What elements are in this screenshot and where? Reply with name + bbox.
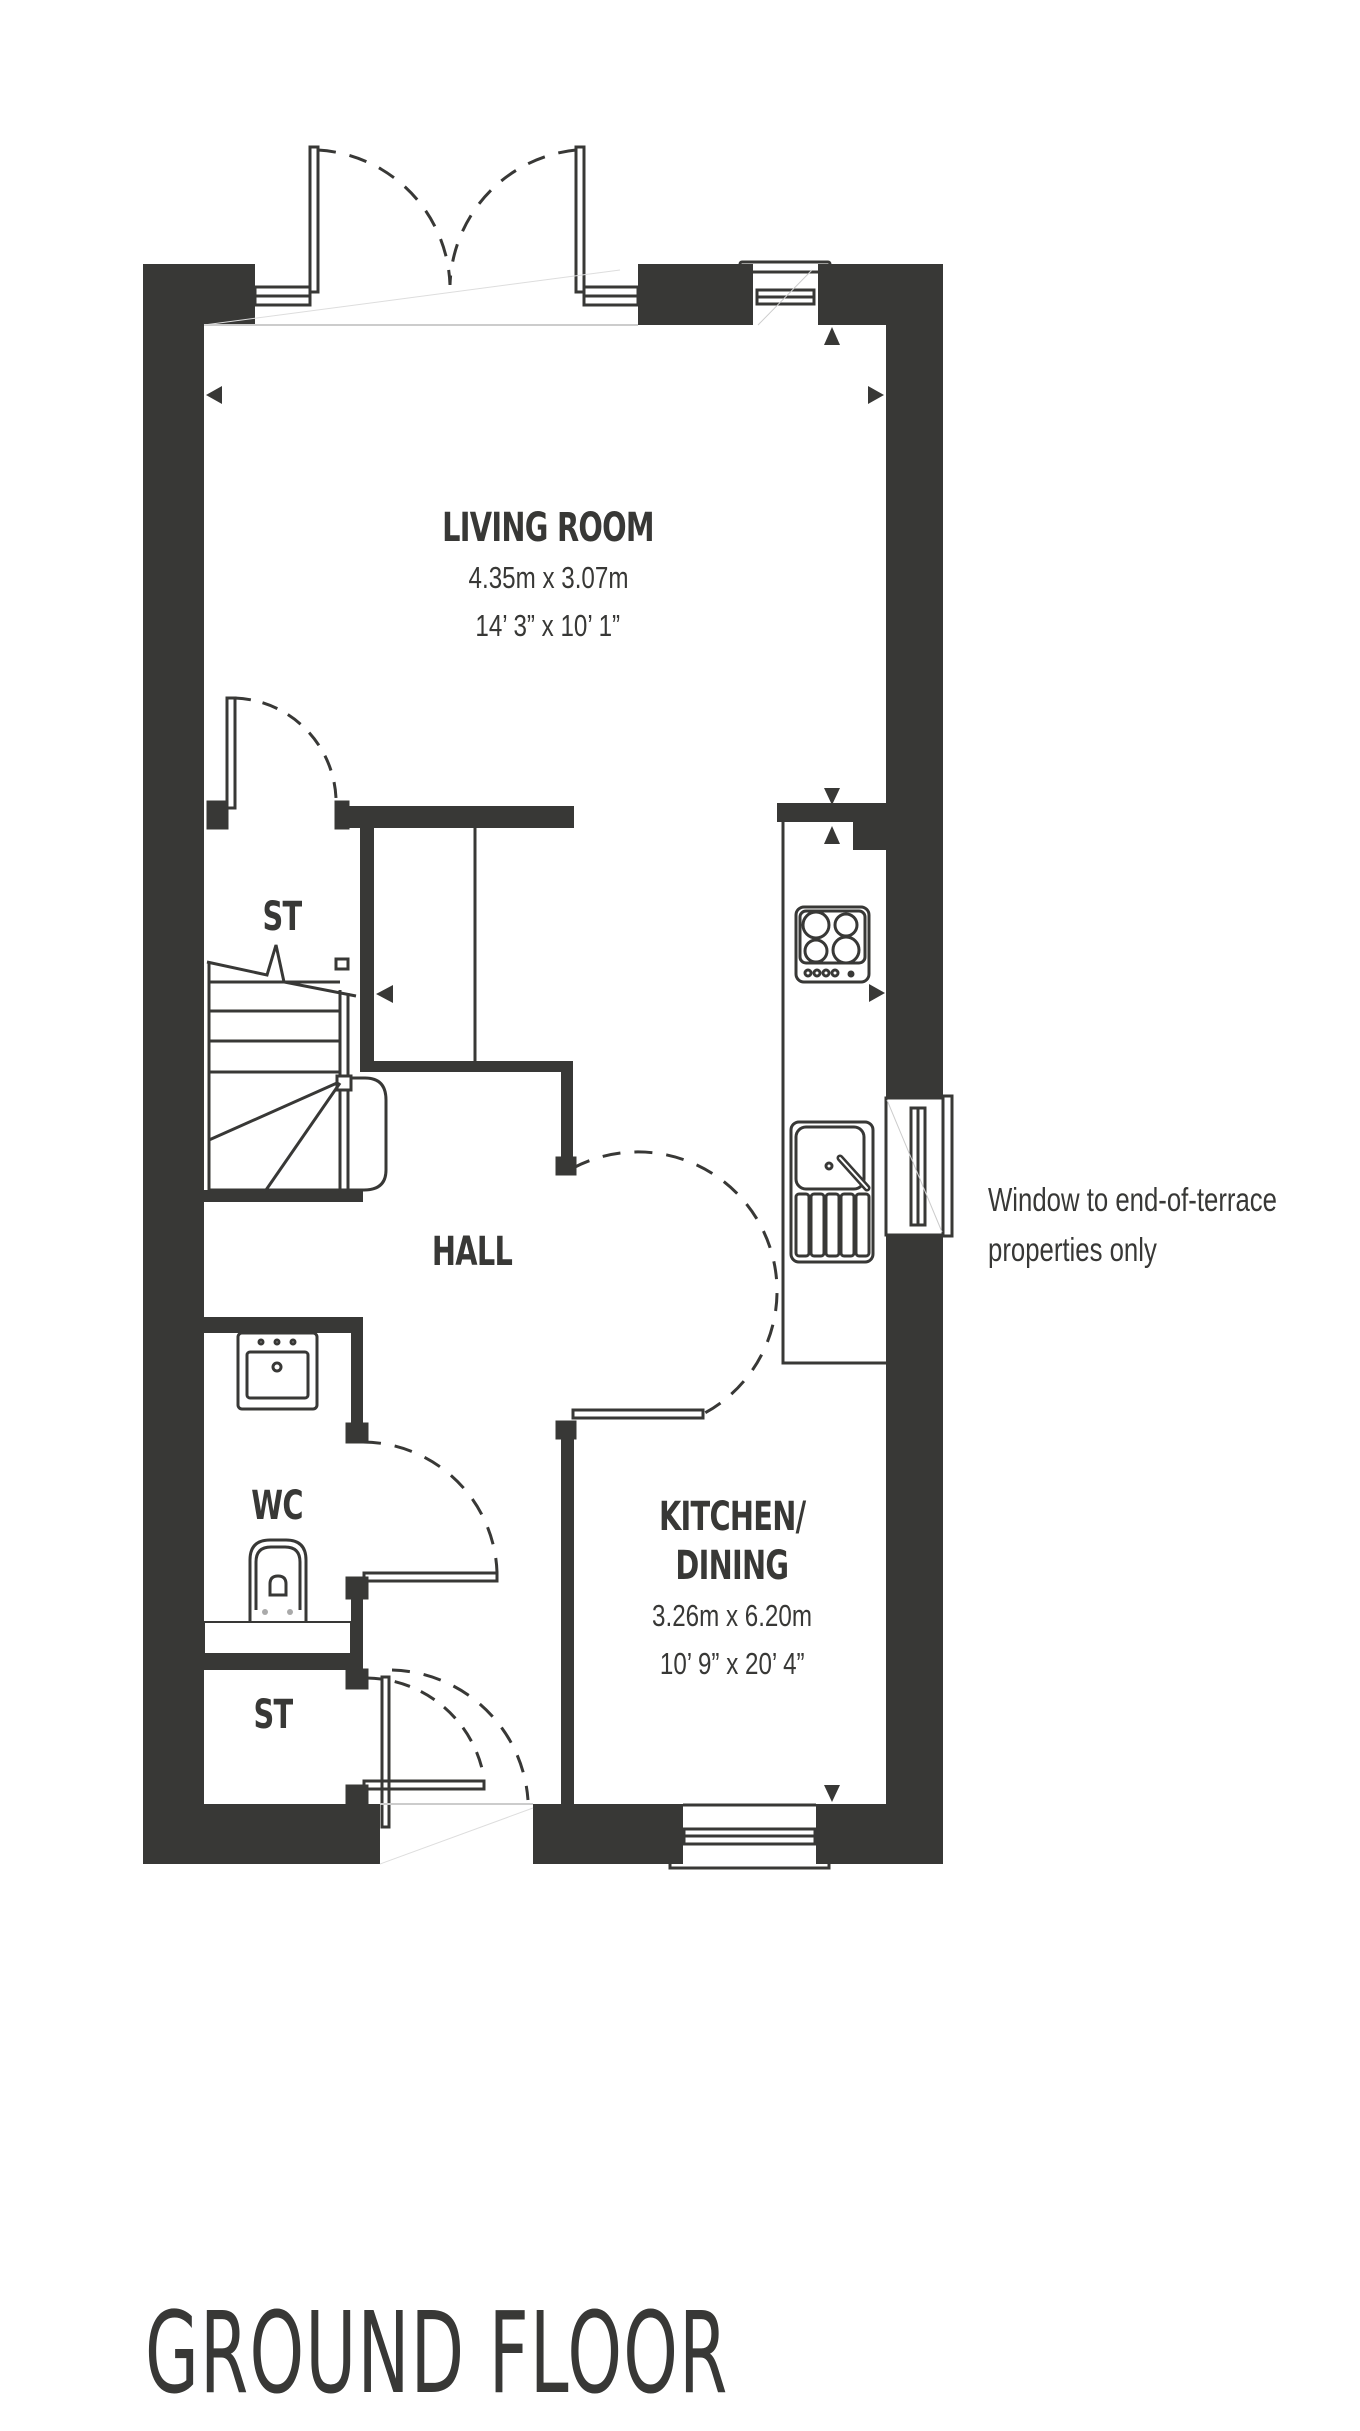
room-name: WC <box>251 1483 303 1529</box>
door-swing-icon <box>345 1422 499 1600</box>
window-note-line2: properties only <box>988 1231 1157 1268</box>
window-icon <box>668 1803 831 1870</box>
internal-walls <box>204 803 886 1804</box>
door-swing-icon <box>555 1150 779 1440</box>
staircase-icon <box>204 944 388 1202</box>
basin-icon <box>236 1331 319 1411</box>
room-name-line2: DINING <box>675 1543 790 1589</box>
room-name: ST <box>253 1692 294 1738</box>
dimension-arrow-icon <box>206 327 885 1802</box>
floor-title: GROUND FLOOR <box>145 2289 729 2419</box>
window-icon <box>884 1094 954 1238</box>
room-name: HALL <box>431 1229 513 1275</box>
room-store-lower: ST <box>246 1695 300 1735</box>
toilet-icon <box>203 1538 352 1655</box>
window-note: Window to end-of-terrace properties only <box>988 1175 1277 1275</box>
room-name-line1: KITCHEN/ <box>658 1494 806 1540</box>
room-name: LIVING ROOM <box>442 505 654 551</box>
room-living: LIVING ROOM 4.35m x 3.07m 14’ 3” x 10’ 1… <box>401 508 695 641</box>
french-doors-icon <box>203 145 640 326</box>
room-kitchen: KITCHEN/ DINING 3.26m x 6.20m 10’ 9” x 2… <box>629 1497 834 1679</box>
sink-icon <box>789 1120 875 1264</box>
kitchen-counter <box>781 822 886 1365</box>
room-wc: WC <box>241 1486 312 1526</box>
room-hall: HALL <box>416 1232 527 1272</box>
external-walls <box>143 264 943 1864</box>
door-swing-icon <box>345 1668 534 1865</box>
room-name: ST <box>262 894 303 940</box>
window-icon <box>738 260 832 326</box>
room-dimensions-metric: 4.35m x 3.07m <box>468 560 628 595</box>
hob-icon <box>794 905 871 984</box>
room-dimensions-imperial: 10’ 9” x 20’ 4” <box>659 1646 805 1681</box>
room-dimensions-metric: 3.26m x 6.20m <box>652 1598 812 1633</box>
door-swing-icon <box>206 696 350 971</box>
room-dimensions-imperial: 14’ 3” x 10’ 1” <box>475 608 621 643</box>
window-note-line1: Window to end-of-terrace <box>988 1181 1277 1218</box>
room-store-upper: ST <box>255 897 309 937</box>
